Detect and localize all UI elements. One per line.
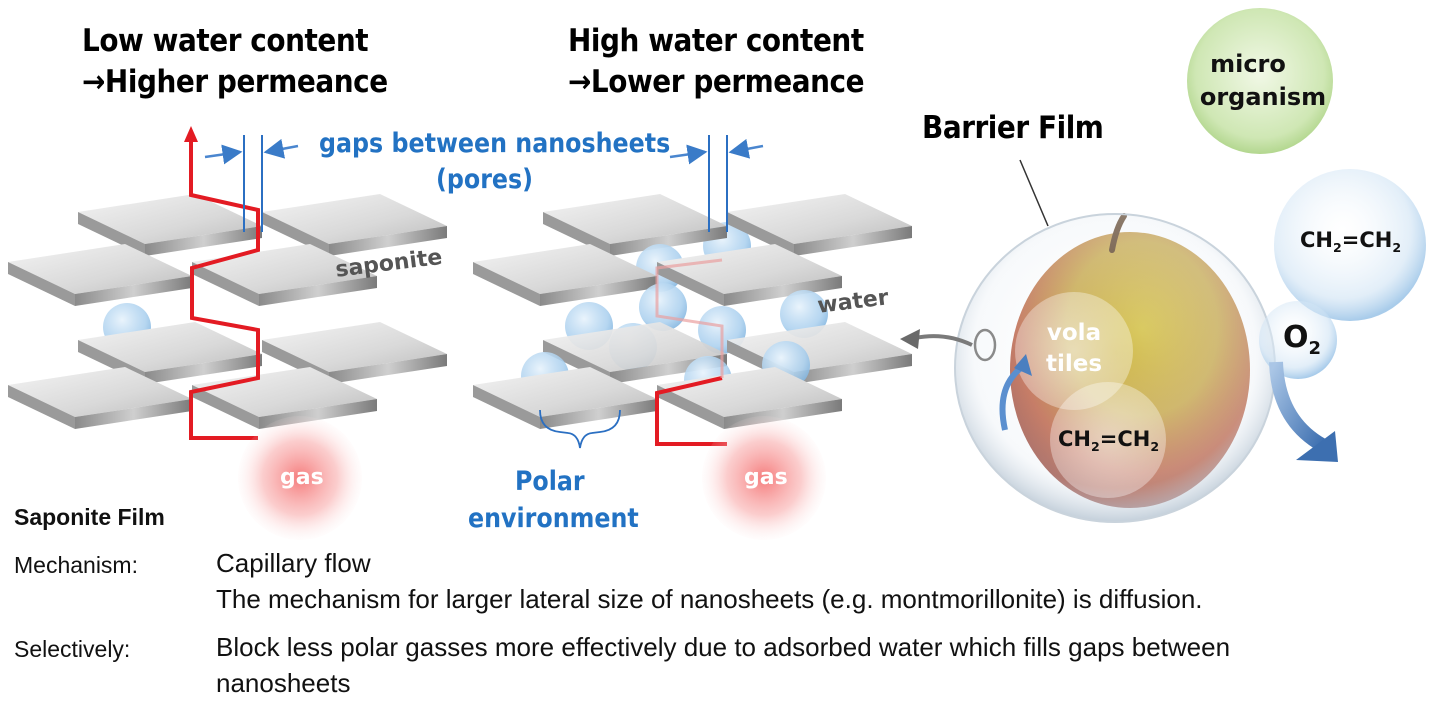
ethylene-label-inner: CH2=CH2 [1058, 427, 1159, 454]
blocked-gas-path [655, 376, 727, 446]
ethylene-label-outer: CH2=CH2 [1300, 228, 1401, 255]
nanosheet [8, 367, 192, 429]
gas-source-left [238, 416, 362, 540]
mechanism-label: Mechanism: [14, 552, 138, 578]
volatiles-circle [1015, 292, 1133, 410]
oxygen-bubble [1259, 301, 1337, 379]
ethylene-sub: 2 [1091, 439, 1100, 455]
ethylene-ch: CH [1058, 427, 1091, 451]
nanosheet [78, 194, 262, 256]
mechanism-line1: Capillary flow [216, 548, 371, 578]
ethylene-sub: 2 [1392, 240, 1402, 256]
ethylene-mid: =CH [1099, 427, 1151, 451]
gas-flow-path [189, 138, 260, 440]
water-bubble [780, 290, 828, 338]
volatiles-line1: vola [1046, 320, 1102, 346]
mechanism-line2: The mechanism for larger lateral size of… [216, 584, 1203, 614]
selectively-line1: Block less polar gasses more effectively… [216, 632, 1231, 662]
outer-arrowhead [1296, 431, 1338, 462]
nanosheet [262, 322, 447, 384]
nanosheet [657, 244, 842, 306]
gas-label-middle: gas [744, 465, 788, 490]
nanosheet [8, 244, 192, 306]
gas-flow-arrowhead [184, 126, 198, 142]
middle-title-line2: →Lower permeance [568, 64, 865, 100]
ethylene-bubble [1274, 169, 1426, 321]
blocked-gas-path-faint [655, 258, 724, 378]
nanosheet [727, 194, 912, 256]
polar-environment-brace [539, 409, 621, 449]
volatiles-label: vola tiles [1034, 318, 1114, 380]
oxygen-sub: 2 [1308, 338, 1322, 359]
left-nanosheet-stack [8, 194, 447, 429]
ethylene-sub: 2 [1150, 439, 1160, 455]
ethylene-ch: CH [1300, 228, 1333, 252]
left-title-line2: →Higher permeance [82, 64, 388, 100]
gaps-label-line1: gaps between nanosheets [319, 128, 671, 159]
gaps-label-line2: (pores) [436, 164, 534, 195]
nanosheet [657, 367, 842, 429]
volatiles-line2: tiles [1045, 351, 1103, 377]
left-gap-marker [204, 135, 299, 232]
left-title-line1: Low water content [82, 23, 369, 59]
oxygen-label: O2 [1283, 320, 1321, 359]
gas-source-middle [702, 416, 826, 540]
polar-label-line1: Polar [515, 466, 585, 497]
release-arrowhead [900, 329, 920, 349]
selectively-label: Selectively: [14, 636, 131, 662]
middle-gap-marker [669, 135, 764, 232]
ethylene-mid: =CH [1341, 228, 1393, 252]
gas-label-left: gas [280, 465, 324, 490]
oxygen-o: O [1283, 320, 1309, 355]
selectively-line2: nanosheets [216, 668, 351, 698]
permeation-hole [973, 328, 997, 362]
micro-line1: micro [1210, 50, 1286, 78]
middle-title-line1: High water content [568, 23, 864, 59]
barrier-pointer-line [1019, 159, 1049, 227]
barrier-film-label: Barrier Film [922, 110, 1104, 146]
description-heading: Saponite Film [14, 504, 165, 530]
inner-arrowhead [1014, 354, 1032, 376]
nanosheet [473, 367, 657, 429]
nanosheet [262, 194, 447, 256]
nanosheet [543, 194, 727, 256]
polar-label-line2: environment [468, 503, 639, 534]
microorganism-label: micro organism [1188, 48, 1328, 114]
ethylene-sub: 2 [1333, 240, 1342, 256]
ethylene-inner-circle [1050, 382, 1166, 498]
microorganism-bubble [1187, 8, 1333, 154]
nanosheet [473, 244, 657, 306]
release-arrow [914, 334, 973, 347]
apple-illustration [900, 159, 1276, 523]
outer-curved-arrow [1269, 361, 1326, 452]
micro-line2: organism [1199, 83, 1327, 111]
